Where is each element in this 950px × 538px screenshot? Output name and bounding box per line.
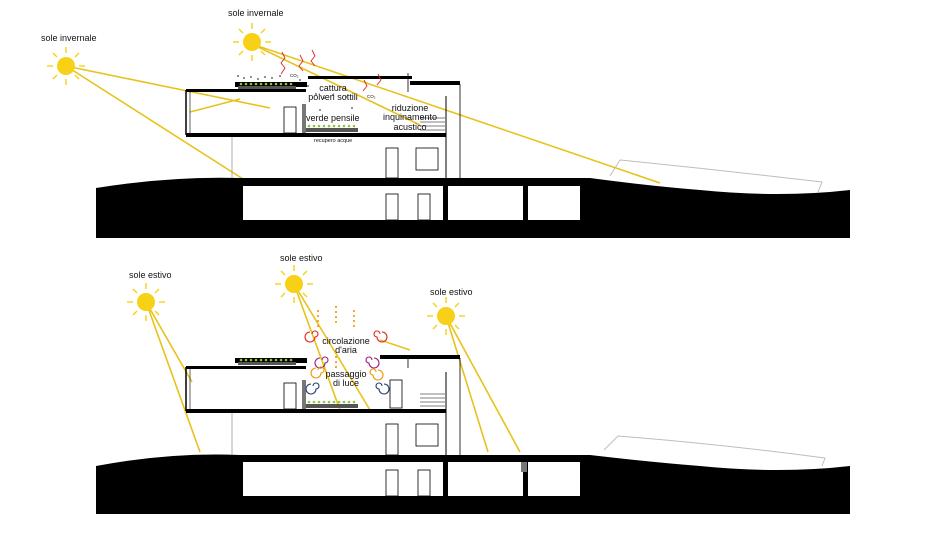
stairs <box>420 393 445 407</box>
sun-ray-line <box>293 283 341 411</box>
label-cattura-polveri: cattura polveri sottili <box>308 83 358 103</box>
sun-ray-line <box>65 65 244 180</box>
door <box>385 423 399 456</box>
label-passaggio-luce: passaggio di luce <box>325 369 367 389</box>
air-spirals <box>304 330 390 395</box>
basement-room <box>448 186 523 220</box>
terrain-outline <box>609 159 823 193</box>
label-recupero-acque: recupero acque <box>314 138 353 144</box>
basement-vent <box>521 462 527 472</box>
basement-room <box>243 186 443 220</box>
sun-ray-line <box>445 315 489 453</box>
winter-sun-rays <box>65 43 661 184</box>
noise-zigzags <box>280 49 382 92</box>
summer-sun-rays <box>145 283 521 453</box>
sun-icon <box>233 23 271 61</box>
spiral-icon <box>373 330 388 343</box>
green-roof <box>306 404 358 408</box>
floor-slab <box>186 133 446 137</box>
green-roof-dots <box>239 82 293 86</box>
sun-icon <box>127 283 165 321</box>
summer-sun-left-label: sole estivo <box>129 270 172 280</box>
window <box>415 423 439 447</box>
door <box>283 106 297 134</box>
air-flow-dots <box>317 306 355 370</box>
sun-icon <box>47 47 85 85</box>
spiral-icon <box>305 382 320 395</box>
spiral-icon <box>314 356 329 369</box>
basement-room <box>528 462 580 496</box>
window <box>415 147 439 171</box>
basement-room <box>528 186 580 220</box>
green-roof-dots <box>307 124 356 128</box>
winter-sun-top-label: sole invernale <box>228 8 284 18</box>
label-circolazione-aria: circolazione d'aria <box>322 336 370 356</box>
basement-room <box>448 462 523 496</box>
dust-particles <box>237 75 353 111</box>
upper-slab <box>186 89 306 92</box>
sun-ray-line <box>251 43 661 184</box>
basement-door <box>417 193 431 221</box>
green-roof-dots <box>307 400 356 404</box>
door <box>385 147 399 179</box>
green-roof-dots <box>239 358 293 362</box>
spiral-icon <box>365 356 380 369</box>
winter-sun-left-label: sole invernale <box>41 33 97 43</box>
spiral-icon <box>304 330 319 343</box>
label-co2: CO₂ <box>367 94 376 99</box>
sun-ray-line <box>293 283 371 411</box>
spiral-icon <box>310 366 325 379</box>
door <box>389 379 403 409</box>
roof-slab <box>380 355 460 359</box>
basement-door <box>417 469 431 497</box>
sun-ray-line <box>65 65 271 109</box>
roof-slab <box>308 76 412 79</box>
sun-ray-line <box>145 301 193 383</box>
basement-room <box>243 462 443 496</box>
winter-section <box>47 23 850 238</box>
spiral-icon <box>369 368 384 381</box>
terrain-outline <box>603 435 826 467</box>
floor-slab <box>186 409 446 413</box>
summer-section <box>96 265 850 514</box>
summer-sun-right-label: sole estivo <box>430 287 473 297</box>
green-roof <box>238 362 296 365</box>
label-verde-pensile: verde pensile <box>306 113 360 123</box>
upper-slab <box>186 366 306 369</box>
skylight-wall <box>302 104 306 133</box>
summer-sun-middle-label: sole estivo <box>280 253 323 263</box>
label-co2: CO₂ <box>290 73 299 78</box>
sun-icon <box>427 297 465 335</box>
sun-ray-line <box>189 98 241 113</box>
basement-door <box>385 193 399 221</box>
green-roof <box>306 128 358 132</box>
skylight-wall <box>302 380 306 409</box>
sun-icon <box>275 265 313 303</box>
basement-door <box>385 469 399 497</box>
sun-ray-line <box>145 301 201 453</box>
sun-ray-line <box>445 315 521 453</box>
stairs <box>420 117 445 131</box>
sun-ray-line <box>251 43 421 126</box>
roof-slab <box>410 81 460 85</box>
door <box>283 382 297 410</box>
spiral-icon <box>375 382 390 395</box>
green-roof <box>238 86 296 89</box>
label-riduzione-inquinamento: riduzione inquinamento acustico <box>382 103 438 132</box>
